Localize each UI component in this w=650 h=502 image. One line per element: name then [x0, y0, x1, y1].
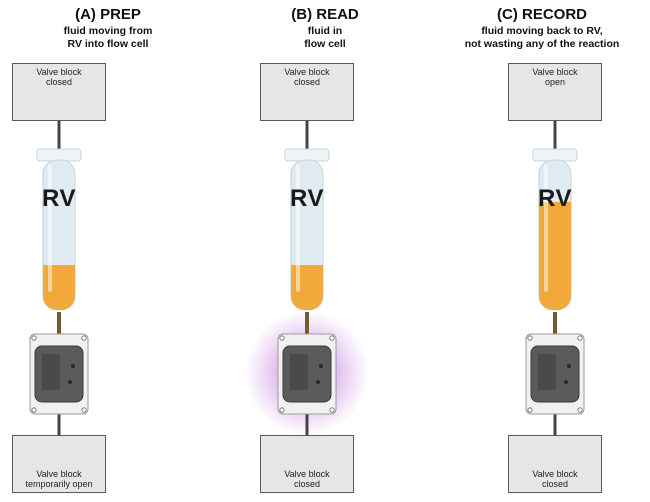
tube-cap: [284, 148, 330, 162]
panel-subtitle: fluid moving from RV into flow cell: [63, 25, 153, 50]
tube-highlight: [48, 164, 52, 292]
panel-subtitle: fluid moving back to RV, not wasting any…: [464, 25, 620, 50]
flow-cell-label-plate: [290, 354, 308, 390]
panel-title: (B) READ: [291, 6, 359, 23]
mount-screw: [329, 335, 335, 341]
mount-screw: [81, 335, 87, 341]
tube-highlight: [296, 164, 300, 292]
rv-label: RV: [538, 185, 572, 212]
panel-prep: (A) PREP fluid moving from RV into flow …: [0, 0, 216, 502]
flow-cell-port: [71, 364, 75, 368]
panel-record: (C) RECORD fluid moving back to RV, not …: [434, 0, 650, 502]
mount-screw: [279, 407, 285, 413]
mount-screw: [81, 407, 87, 413]
mount-screw: [577, 407, 583, 413]
flow-cell-port: [319, 364, 323, 368]
panel-title: (C) RECORD: [497, 6, 587, 23]
mount-screw: [577, 335, 583, 341]
mount-screw: [31, 407, 37, 413]
mount-screw: [279, 335, 285, 341]
panel-subtitle: fluid in flow cell: [304, 25, 346, 50]
flow-cell-label-plate: [538, 354, 556, 390]
rv-label: RV: [290, 185, 324, 212]
mount-screw: [31, 335, 37, 341]
mount-screw: [527, 335, 533, 341]
panel-title: (A) PREP: [75, 6, 141, 23]
flow-cell-port: [316, 380, 320, 384]
reaction-vessel-assembly: [29, 114, 89, 471]
tube-cap: [36, 148, 82, 162]
fluid-surface: [43, 265, 75, 281]
flow-cell-port: [567, 364, 571, 368]
tube-highlight: [544, 164, 548, 292]
flow-cell-port: [564, 380, 568, 384]
fluid-level: [539, 202, 571, 310]
mount-screw: [527, 407, 533, 413]
mount-screw: [329, 407, 335, 413]
tube-cap: [532, 148, 578, 162]
flow-cell-port: [68, 380, 72, 384]
fluid-surface: [291, 265, 323, 281]
rv-label: RV: [42, 185, 76, 212]
flow-cell-label-plate: [42, 354, 60, 390]
